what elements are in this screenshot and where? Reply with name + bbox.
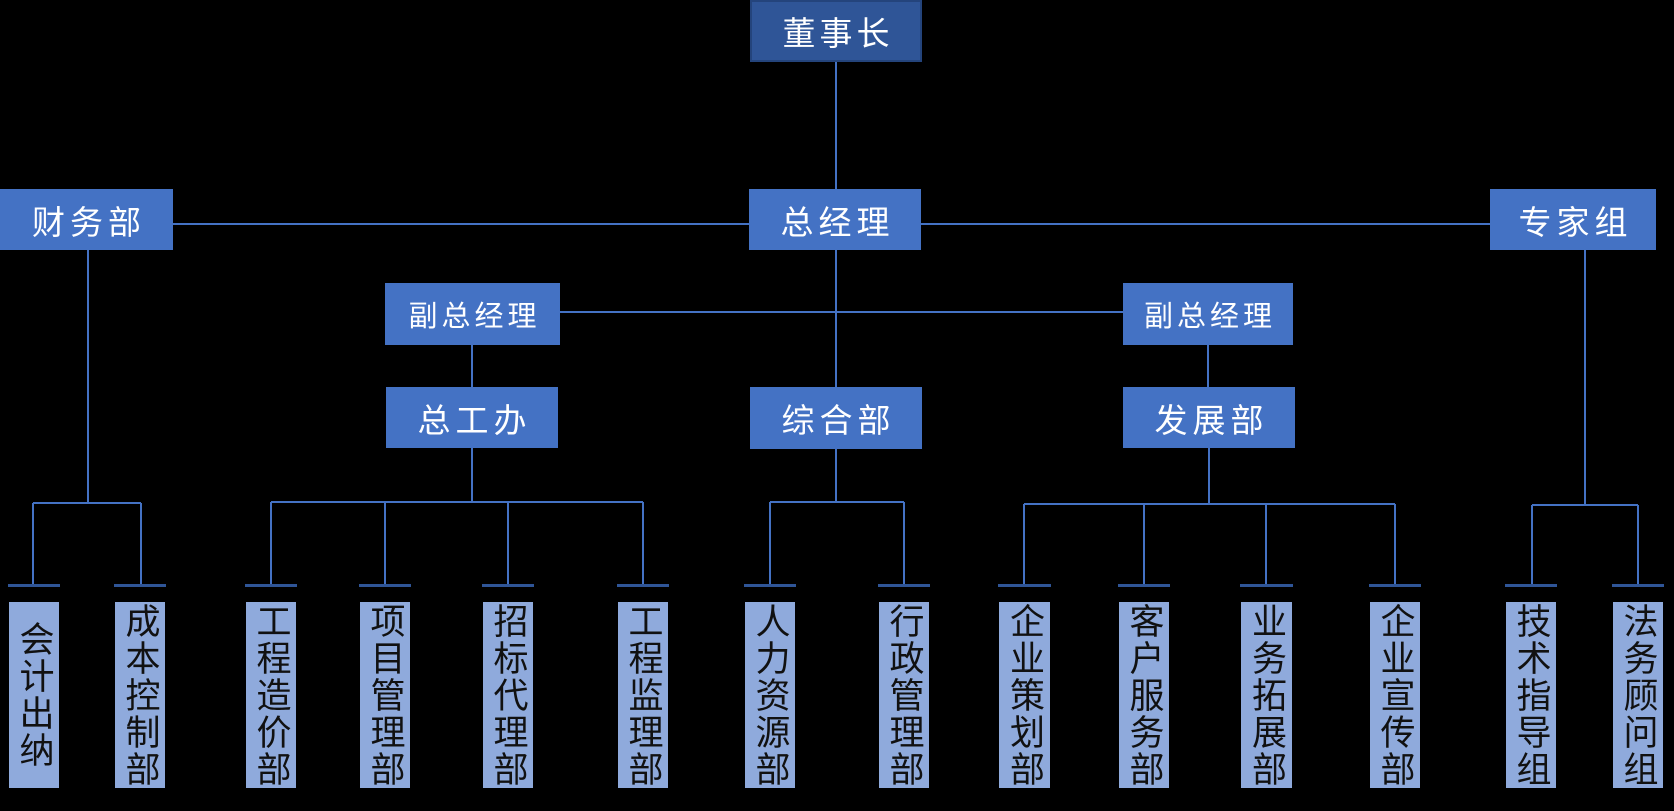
connector-line (835, 250, 837, 387)
org-node-label: 成本控制部 (120, 602, 160, 788)
connector-line (1024, 503, 1395, 505)
org-node-label: 招标代理部 (488, 602, 528, 788)
connector-line (1208, 448, 1210, 505)
connector-cap (878, 584, 930, 587)
org-node-label: 董事长 (782, 15, 894, 52)
connector-line (270, 502, 272, 584)
org-node-label: 企业宣传部 (1375, 602, 1415, 788)
org-node-label: 工程造价部 (251, 602, 291, 788)
org-node-general-affairs-dept[interactable]: 综合部 (750, 387, 922, 449)
connector-cap (1505, 584, 1557, 587)
org-node-label: 企业策划部 (1005, 602, 1044, 788)
connector-line (1532, 504, 1638, 506)
connector-cap (482, 584, 534, 587)
connector-line (921, 223, 1490, 225)
org-node-engineering-cost-dept[interactable]: 工程造价部 (246, 602, 296, 788)
org-node-legal-advisor-group[interactable]: 法务顾问组 (1613, 602, 1663, 788)
org-node-technical-guidance-group[interactable]: 技术指导组 (1506, 602, 1556, 788)
org-node-label: 会计出纳 (14, 621, 54, 769)
connector-line (560, 311, 1123, 313)
connector-line (384, 502, 386, 584)
connector-cap (1240, 584, 1293, 587)
connector-line (1394, 504, 1396, 584)
connector-line (1143, 504, 1145, 584)
connector-cap (8, 584, 60, 587)
connector-line (507, 502, 509, 584)
org-node-enterprise-publicity-dept[interactable]: 企业宣传部 (1370, 602, 1420, 788)
connector-cap (744, 584, 796, 587)
org-node-label: 技术指导组 (1511, 602, 1551, 788)
org-node-human-resources-dept[interactable]: 人力资源部 (745, 602, 795, 788)
connector-cap (114, 584, 166, 587)
org-node-deputy-gm-left[interactable]: 副总经理 (385, 283, 560, 345)
org-node-chief-engineer-office[interactable]: 总工办 (386, 387, 558, 448)
connector-line (1531, 505, 1533, 584)
connector-line (32, 503, 34, 584)
connector-cap (998, 584, 1051, 587)
org-node-label: 工程监理部 (623, 602, 663, 788)
org-node-label: 项目管理部 (365, 602, 405, 788)
connector-cap (1118, 584, 1170, 587)
org-node-label: 客户服务部 (1124, 602, 1164, 788)
connector-line (770, 501, 904, 503)
connector-line (903, 502, 905, 584)
connector-line (471, 448, 473, 503)
org-node-label: 副总经理 (408, 301, 541, 333)
org-node-label: 副总经理 (1143, 301, 1276, 333)
org-node-label: 法务顾问组 (1618, 602, 1658, 788)
org-node-label: 人力资源部 (750, 602, 790, 788)
org-node-label: 总经理 (780, 203, 895, 241)
org-node-general-manager[interactable]: 总经理 (749, 189, 921, 250)
connector-cap (1612, 584, 1664, 587)
connector-line (769, 502, 771, 584)
org-node-label: 行政管理部 (884, 602, 924, 788)
connector-line (835, 62, 837, 189)
connector-line (1584, 250, 1586, 506)
connector-line (471, 345, 473, 387)
org-node-label: 专家组 (1518, 203, 1633, 241)
connector-cap (1369, 584, 1421, 587)
org-node-chairman[interactable]: 董事长 (750, 0, 922, 62)
org-node-label: 财务部 (32, 203, 146, 241)
connector-line (173, 223, 749, 225)
org-node-finance-dept[interactable]: 财务部 (0, 189, 173, 250)
connector-line (1023, 504, 1025, 584)
org-node-expert-group[interactable]: 专家组 (1490, 189, 1656, 250)
org-node-label: 业务拓展部 (1247, 602, 1286, 788)
connector-line (33, 502, 141, 504)
org-node-label: 总工办 (417, 401, 532, 439)
connector-line (87, 250, 89, 504)
org-node-deputy-gm-right[interactable]: 副总经理 (1123, 283, 1293, 345)
org-node-accounting-cashier[interactable]: 会计出纳 (9, 602, 59, 788)
org-node-business-expansion-dept[interactable]: 业务拓展部 (1241, 602, 1292, 788)
connector-line (1207, 345, 1209, 387)
connector-line (1265, 504, 1267, 584)
connector-line (1637, 505, 1639, 584)
org-node-cost-control-dept[interactable]: 成本控制部 (115, 602, 165, 788)
org-node-customer-service-dept[interactable]: 客户服务部 (1119, 602, 1169, 788)
connector-cap (359, 584, 411, 587)
org-node-project-management-dept[interactable]: 项目管理部 (360, 602, 410, 788)
org-node-engineering-supervision-dept[interactable]: 工程监理部 (618, 602, 668, 788)
org-node-bidding-agency-dept[interactable]: 招标代理部 (483, 602, 533, 788)
connector-line (835, 449, 837, 503)
org-node-enterprise-planning-dept[interactable]: 企业策划部 (999, 602, 1050, 788)
org-node-label: 发展部 (1154, 401, 1269, 439)
connector-line (140, 503, 142, 584)
connector-cap (245, 584, 297, 587)
connector-line (642, 502, 644, 584)
connector-cap (617, 584, 669, 587)
org-node-label: 综合部 (781, 402, 896, 439)
connector-line (271, 501, 643, 503)
org-node-development-dept[interactable]: 发展部 (1123, 387, 1295, 448)
org-node-administration-dept[interactable]: 行政管理部 (879, 602, 929, 788)
